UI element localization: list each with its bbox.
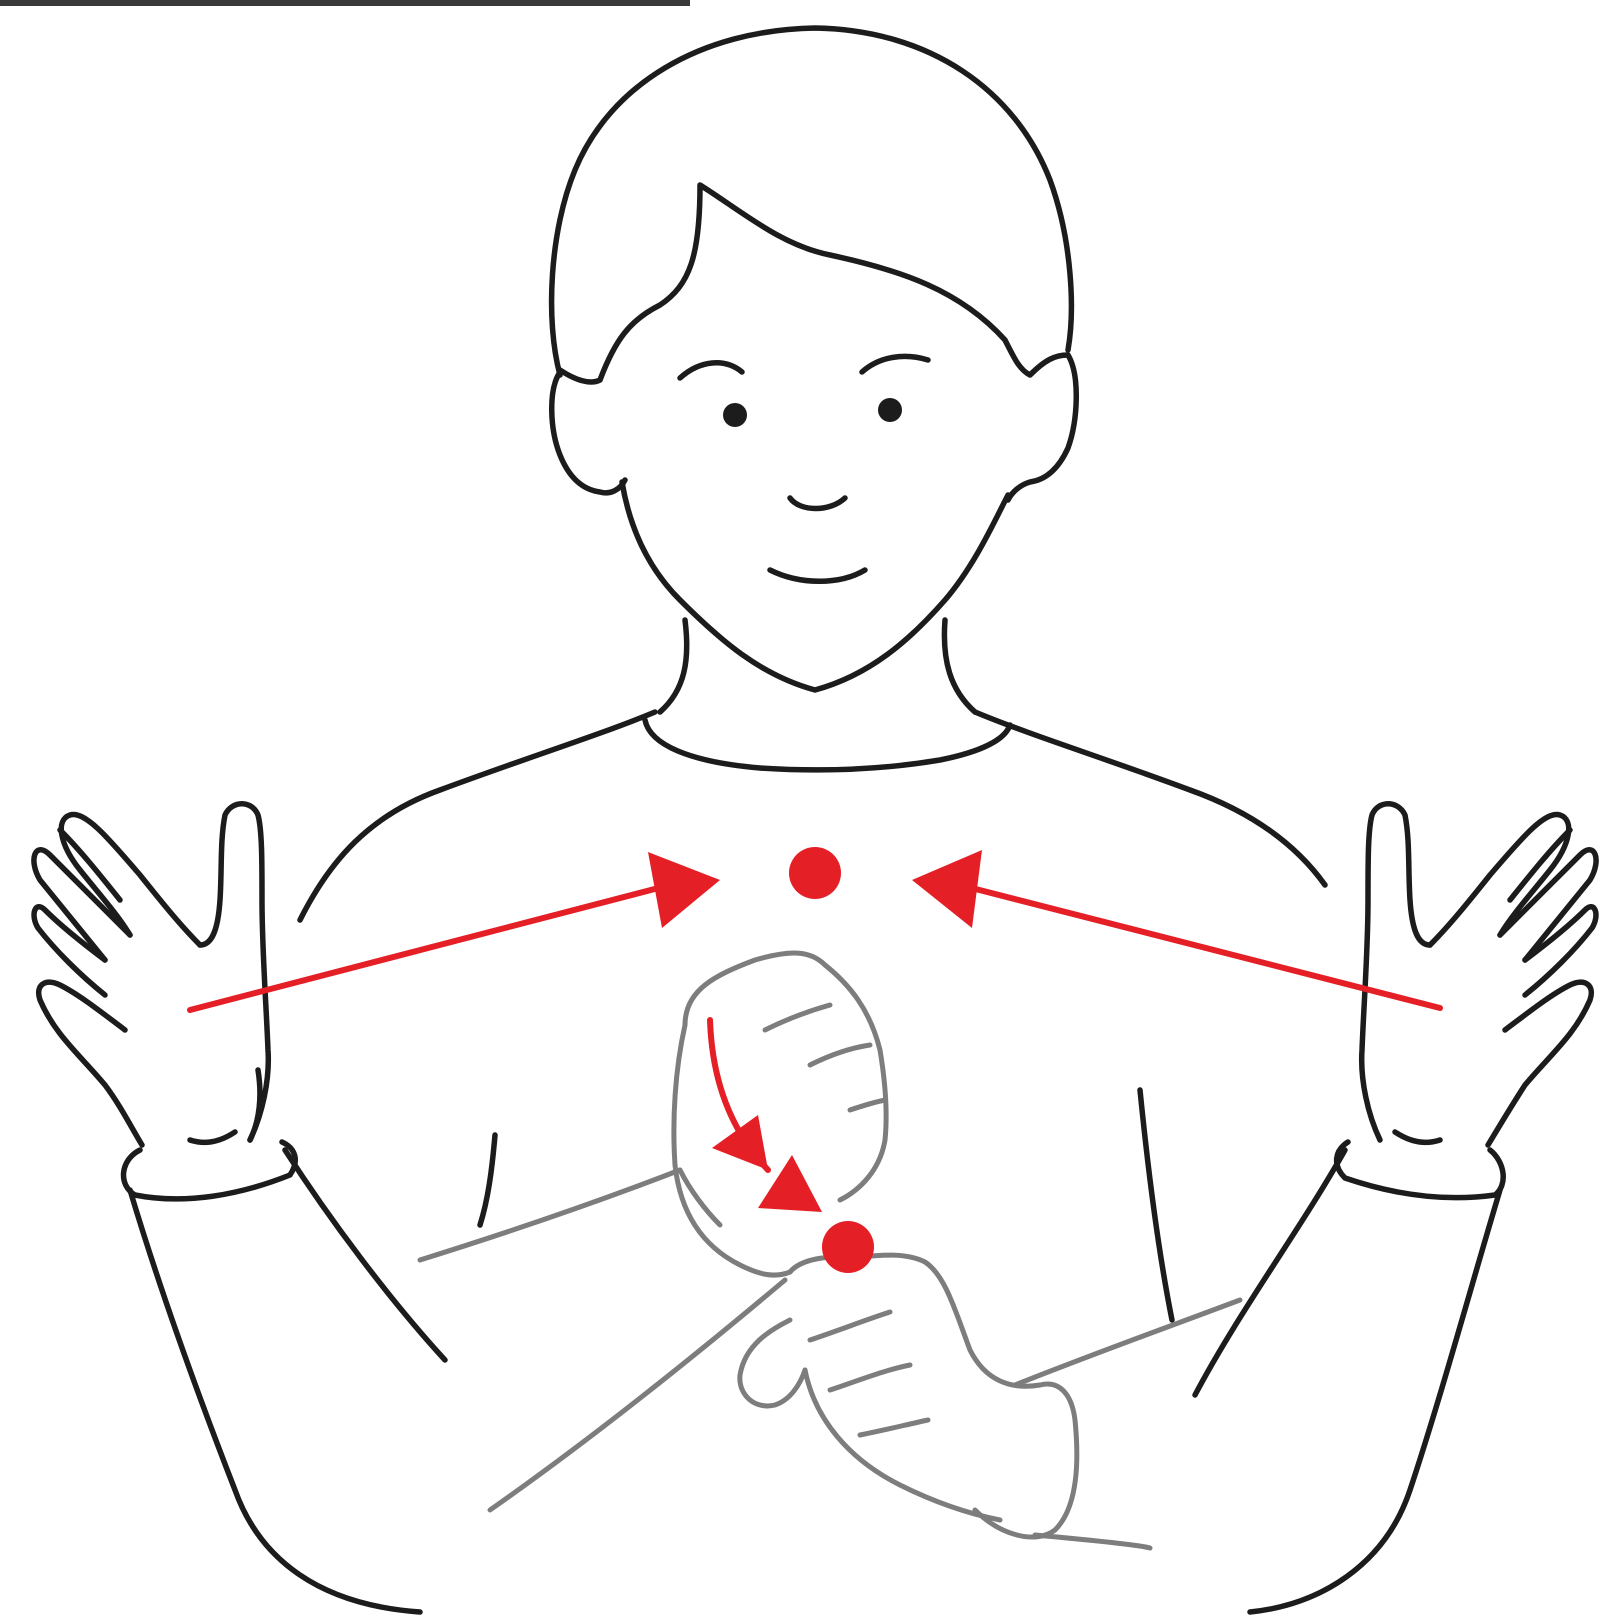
right-converge-arrowhead xyxy=(912,850,982,928)
grey-forearm-left xyxy=(420,1170,785,1510)
neck-right xyxy=(944,620,975,712)
upper-fist-wrist xyxy=(680,1170,720,1225)
right-cuff xyxy=(1337,1142,1504,1198)
right-sleeve-inner xyxy=(1195,1150,1345,1395)
right-index-finger xyxy=(1430,814,1569,945)
right-open-hand xyxy=(1362,804,1596,1145)
right-palm xyxy=(1488,982,1591,1145)
downward-arrowhead-lower xyxy=(758,1155,822,1212)
lower-fist-base xyxy=(805,1370,1000,1520)
left-arm xyxy=(124,1142,445,1612)
left-eyebrow xyxy=(680,363,742,378)
left-sleeve-inner xyxy=(285,1150,445,1360)
left-open-hand xyxy=(34,804,268,1145)
left-palm-crease xyxy=(190,1132,235,1142)
grey-lower-fist xyxy=(740,1255,1240,1548)
right-sleeve-outer xyxy=(1250,1190,1500,1612)
right-eyebrow xyxy=(862,356,928,372)
right-palm-crease xyxy=(1395,1132,1440,1142)
hair-outline xyxy=(552,28,1072,375)
left-wrist-edge xyxy=(250,1070,260,1140)
left-eye xyxy=(723,403,747,427)
upper-fist-knuckle-2 xyxy=(810,1045,870,1065)
left-sleeve-outer xyxy=(130,1190,420,1612)
grey-right-forearm-bottom xyxy=(1035,1535,1150,1548)
upper-fist-knuckle-3 xyxy=(850,1100,885,1110)
head xyxy=(552,28,1077,690)
downward-arrowhead-upper xyxy=(712,1115,768,1170)
collar xyxy=(645,720,1010,770)
right-torso-fold xyxy=(1140,1090,1172,1320)
cropped-heading-fragment xyxy=(0,0,690,6)
lower-fist-knuckle-2 xyxy=(830,1365,910,1390)
right-arm xyxy=(1195,1142,1503,1612)
nose xyxy=(790,498,845,509)
lower-fist-knuckle-1 xyxy=(810,1312,890,1340)
upper-fist-knuckle-1 xyxy=(765,1005,830,1030)
contact-point-chest xyxy=(789,847,841,899)
hair-fringe xyxy=(560,185,1068,382)
grey-left-forearm xyxy=(420,1170,680,1260)
right-thumb xyxy=(1362,804,1430,1140)
lower-fist-thumb xyxy=(740,1320,805,1406)
right-ear xyxy=(1008,355,1076,500)
left-torso-fold xyxy=(480,1135,495,1225)
grey-diagonal-forearm xyxy=(490,1280,785,1510)
left-shoulder xyxy=(300,712,655,920)
left-cuff xyxy=(124,1142,296,1199)
lower-fist-knuckle-3 xyxy=(860,1420,928,1435)
left-converge-arrowhead xyxy=(648,852,720,928)
lower-fist-outline xyxy=(790,1255,1077,1537)
neck-left xyxy=(660,620,687,712)
right-eye xyxy=(878,398,902,422)
left-palm xyxy=(39,982,142,1145)
face-jaw xyxy=(622,482,1008,690)
right-shoulder xyxy=(975,712,1325,885)
mouth xyxy=(770,570,865,581)
left-ear xyxy=(552,372,625,493)
left-index-finger xyxy=(61,814,200,945)
contact-point-fist xyxy=(822,1221,874,1273)
